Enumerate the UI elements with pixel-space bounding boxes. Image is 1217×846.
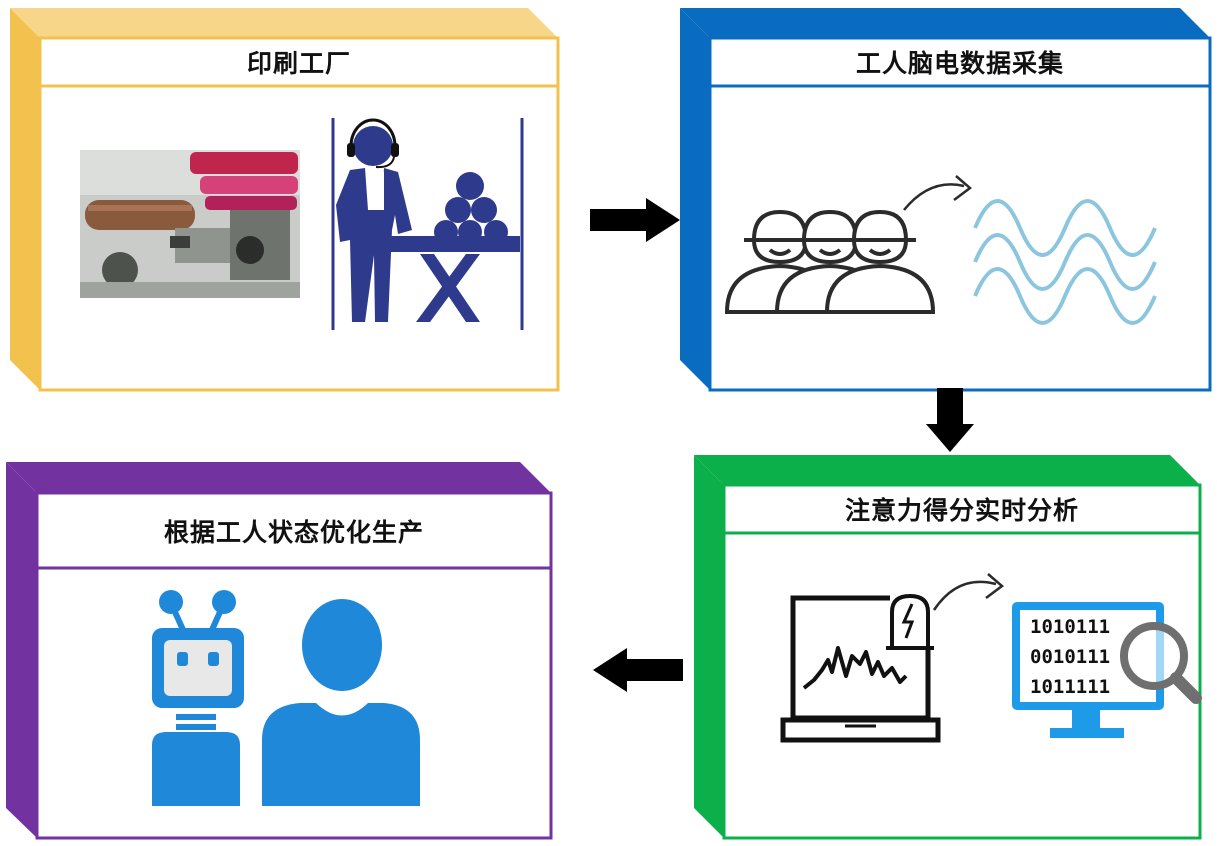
eeg-title: 工人脑电数据采集 [855, 49, 1064, 78]
factory-title: 印刷工厂 [246, 49, 351, 78]
arrow-left [593, 648, 683, 692]
arrow-down [926, 388, 974, 452]
laptop-eeg-icon [780, 573, 1004, 743]
monitor-binary-icon: 1010111 0010111 1011111 [1012, 602, 1164, 738]
person-icon [262, 599, 420, 806]
optimize-title: 根据工人状态优化生产 [163, 517, 424, 547]
panel-attention [694, 455, 1202, 840]
workers-hardhat-icon [724, 175, 972, 314]
magnifier-icon [1120, 622, 1202, 704]
brain-wave-icon [973, 199, 1157, 325]
printing-press-photo [80, 150, 300, 298]
binary-line-1: 1010111 [1030, 616, 1110, 638]
worker-headset-icon [331, 118, 524, 330]
binary-line-2: 0010111 [1030, 646, 1110, 668]
arrow-right [590, 198, 680, 242]
attention-title: 注意力得分实时分析 [844, 496, 1079, 525]
robot-icon [152, 590, 244, 806]
binary-line-3: 1011111 [1030, 676, 1110, 698]
